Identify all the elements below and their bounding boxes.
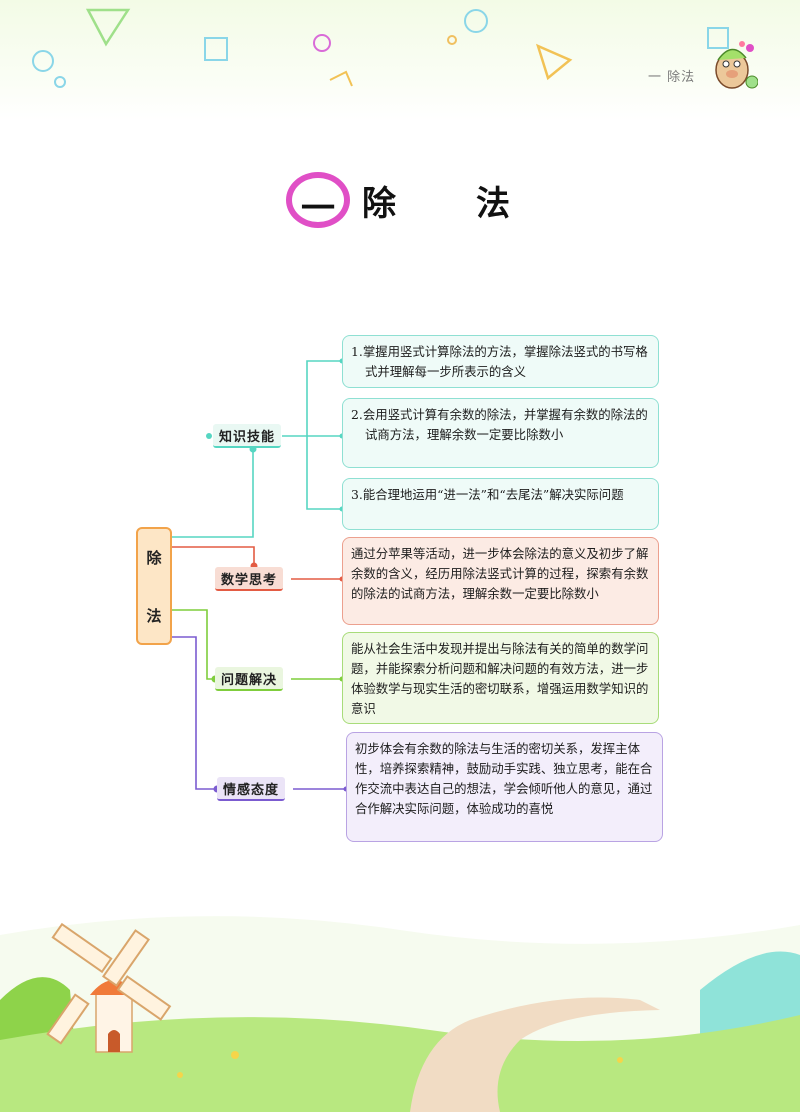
connector-thinking [172,546,255,566]
connector-problem [172,609,215,680]
mindmap-root: 除 法 [136,527,172,645]
circle-decoration [313,34,331,52]
flower-decoration [177,1051,623,1078]
knowledge-item-text: 1.掌握用竖式计算除法的方法，掌握除法竖式的书写格式并理解每一步所表示的含义 [351,344,648,379]
problem-text: 能从社会生活中发现并提出与除法有关的简单的数学问题，并能探索分析问题和解决问题的… [351,641,649,716]
knowledge-item-card: 3.能合理地运用“进一法”和“去尾法”解决实际问题 [342,478,659,530]
category-knowledge-label: 知识技能 [213,424,282,448]
chapter-number-badge: 一 [286,172,350,229]
mascot-icon [715,41,758,89]
knowledge-item-text: 2.会用竖式计算有余数的除法，并掌握有余数的除法的试商方法，理解余数一定要比除数… [351,407,648,442]
connector-knowledge [282,360,342,437]
connector-knowledge [172,449,254,538]
root-char: 法 [146,607,162,625]
circle-decoration [464,9,488,33]
knowledge-item-card: 2.会用竖式计算有余数的除法，并掌握有余数的除法的试商方法，理解余数一定要比除数… [342,398,659,468]
path-road [410,997,660,1112]
triangle-decoration [85,8,131,47]
circle-decoration [32,50,54,72]
square-decoration [707,27,729,49]
category-emotion-label: 情感态度 [217,777,286,801]
knowledge-item-text: 3.能合理地运用“进一法”和“去尾法”解决实际问题 [351,487,624,502]
connector-knowledge [306,436,342,510]
grass-field [0,1015,800,1112]
decorative-shapes [32,8,729,88]
root-char: 除 [146,549,162,567]
thinking-text: 通过分苹果等活动，进一步体会除法的意义及初步了解余数的含义，经历用除法竖式计算的… [351,546,649,601]
category-thinking-label: 数学思考 [215,567,284,591]
connector-dot [206,433,212,439]
knowledge-item-card: 1.掌握用竖式计算除法的方法，掌握除法竖式的书写格式并理解每一步所表示的含义 [342,335,659,388]
connector-emotion [172,636,217,790]
problem-card: 能从社会生活中发现并提出与除法有关的简单的数学问题，并能探索分析问题和解决问题的… [342,632,659,724]
header-band [0,0,800,120]
emotion-card: 初步体会有余数的除法与生活的密切关系，发挥主体性，培养探索精神，鼓励动手实践、独… [346,732,663,842]
category-problem-label: 问题解决 [215,667,284,691]
circle-decoration [447,35,457,45]
triangle-decoration [329,70,353,87]
chapter-header-label: 一 除法 [648,70,696,85]
triangle-decoration [535,43,573,81]
page-title: 一 除 法 [286,172,546,229]
title-char: 除 [362,184,396,224]
circle-decoration [54,76,66,88]
square-decoration [204,37,228,61]
windmill-icon [46,922,172,1053]
chapter-number: 一 [301,189,335,229]
thinking-card: 通过分苹果等活动，进一步体会除法的意义及初步了解余数的含义，经历用除法竖式计算的… [342,537,659,625]
emotion-text: 初步体会有余数的除法与生活的密切关系，发挥主体性，培养探索精神，鼓励动手实践、独… [355,741,653,816]
title-char: 法 [476,184,510,224]
